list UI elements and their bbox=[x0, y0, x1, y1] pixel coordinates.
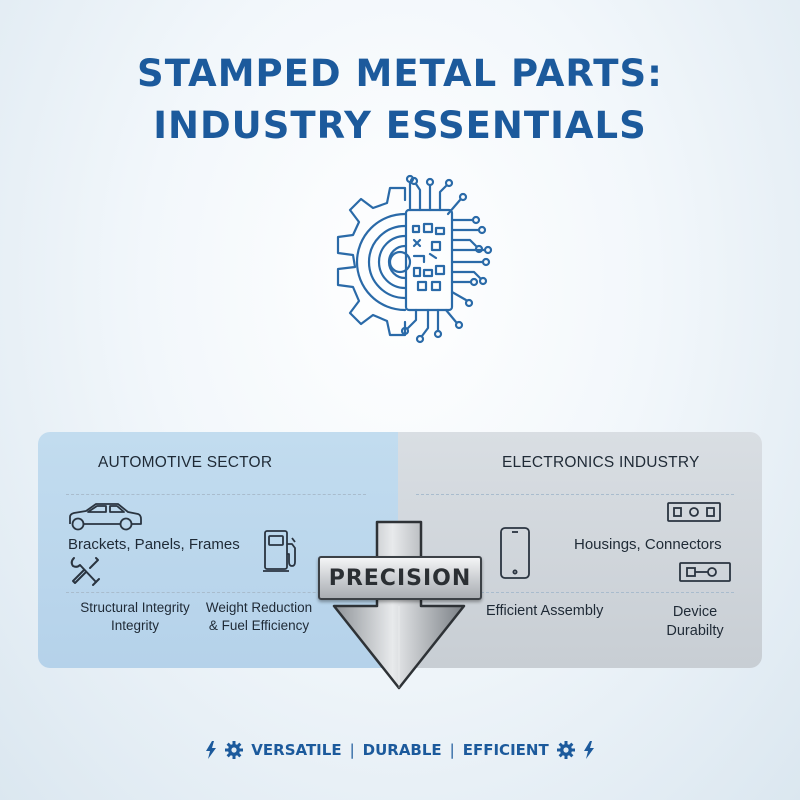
footer-word-durable: DURABLE bbox=[362, 741, 442, 759]
car-icon bbox=[69, 503, 142, 531]
footer-separator: | bbox=[449, 741, 455, 759]
electronics-panel: ELECTRONICS INDUSTRY Housings, Connector… bbox=[398, 432, 762, 668]
electronics-benefit-assembly: Efficient Assembly bbox=[486, 603, 604, 619]
footer-tagline: VERSATILE | DURABLE | EFFICIENT bbox=[0, 736, 800, 764]
divider bbox=[66, 592, 366, 593]
title-line-1: STAMPED METAL PARTS: bbox=[137, 52, 663, 95]
automotive-parts: Brackets, Panels, Frames bbox=[68, 536, 240, 553]
lightning-icon bbox=[206, 741, 217, 759]
footer-word-versatile: VERSATILE bbox=[251, 741, 342, 759]
electronics-heading: ELECTRONICS INDUSTRY bbox=[502, 454, 700, 471]
footer-word-efficient: EFFICIENT bbox=[462, 741, 549, 759]
connector-icon bbox=[679, 562, 731, 582]
divider bbox=[66, 494, 366, 495]
wrench-screwdriver-icon bbox=[70, 557, 100, 586]
lightning-icon bbox=[583, 741, 594, 759]
electronics-benefit-durability: Device Durabilty bbox=[666, 604, 724, 639]
fuel-pump-icon bbox=[263, 530, 296, 572]
smartphone-icon bbox=[500, 527, 530, 579]
page-title: STAMPED METAL PARTS: INDUSTRY ESSENTIALS bbox=[0, 48, 800, 152]
electronics-parts: Housings, Connectors bbox=[574, 536, 722, 553]
automotive-benefit-weight: Weight Reduction & Fuel Efficiency bbox=[205, 600, 313, 633]
gear-circuit-icon bbox=[336, 174, 493, 344]
automotive-heading: AUTOMOTIVE SECTOR bbox=[98, 454, 273, 471]
gear-icon bbox=[225, 741, 244, 759]
footer-separator: | bbox=[349, 741, 355, 759]
precision-arrow bbox=[332, 520, 466, 690]
gear-icon bbox=[556, 741, 575, 759]
divider bbox=[416, 592, 734, 593]
automotive-benefit-structural: Structural Integrity Integrity bbox=[80, 600, 190, 633]
automotive-panel: AUTOMOTIVE SECTOR Brackets, Panels, Fram… bbox=[38, 432, 410, 668]
divider bbox=[416, 494, 734, 495]
title-line-2: INDUSTRY ESSENTIALS bbox=[153, 104, 647, 147]
connector-icon bbox=[667, 502, 721, 522]
precision-label: PRECISION bbox=[318, 556, 482, 600]
